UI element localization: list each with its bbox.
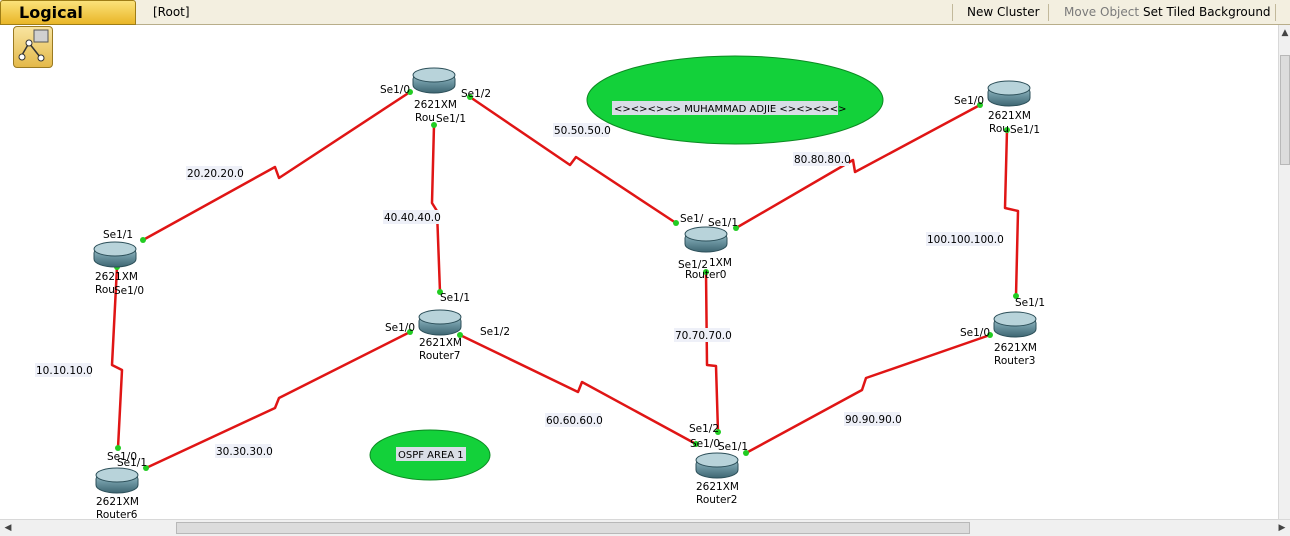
port-label: Se1/1 [1015,297,1045,309]
scroll-left-icon[interactable]: ◀ [4,523,12,533]
router-model: 2621XM [994,342,1037,354]
link-50-50-50-0[interactable] [469,95,677,225]
link-90-90-90-0[interactable] [745,333,991,455]
port-label: Se1/0 [960,327,990,339]
port-label: Se1/0 [954,95,984,107]
vertical-scroll-thumb[interactable] [1280,55,1290,165]
router-topright[interactable]: 2621XM Rou [987,80,1031,135]
link-label: 20.20.20.0 [187,168,244,180]
link-80-80-80-0[interactable] [735,103,981,230]
link-10-10-10-0[interactable] [110,266,124,449]
router2[interactable]: 2621XM Router2 [695,452,739,506]
link-60-60-60-0[interactable] [459,333,697,446]
router-name: Router0 [685,269,726,281]
router-name: Router2 [696,494,737,506]
tab-title: Logical [19,3,83,22]
router-model: 2621XM [96,496,139,508]
new-cluster-button[interactable]: New Cluster [967,5,1040,19]
link-label: 70.70.70.0 [675,330,732,342]
port-label: Se1/1 [440,292,470,304]
port-label: Se1/2 [461,88,491,100]
router-name: Router6 [96,509,138,519]
router-name: Rou [989,123,1009,135]
vertical-scrollbar[interactable]: ▲ [1278,25,1290,519]
router-top[interactable]: 2621XM Rou [412,67,457,124]
link-100-100-100-0[interactable] [1003,129,1020,297]
breadcrumb[interactable]: [Root] [153,5,190,19]
port-label: Se1/2 [689,423,719,435]
banner-label: <><><><> MUHAMMAD ADJIE <><><><> [614,104,846,115]
port-label: Se1/ [680,213,704,225]
set-tiled-background-button[interactable]: Set Tiled Background [1143,5,1271,19]
link-20-20-20-0[interactable] [142,90,411,242]
port-label: Se1/0 [385,322,415,334]
separator [952,4,953,21]
toolbar: Logical [Root] New Cluster Move Object S… [0,0,1290,25]
separator [1048,4,1049,21]
router-model: 1XM [709,257,732,269]
link-label: 10.10.10.0 [36,365,93,377]
link-label: 40.40.40.0 [384,212,441,224]
network-topology: 20.20.20.0 50.50.50.0 80.80.80.0 40.40.4… [35,55,1045,519]
router-model: 2621XM [419,337,462,349]
port-label: Se1/1 [117,457,147,469]
link-label: 90.90.90.0 [845,414,902,426]
router-model: 2621XM [988,110,1031,122]
port-label: Se1/0 [380,84,410,96]
link-40-40-40-0[interactable] [430,124,442,293]
router-left[interactable]: 2621XM Rou [93,241,138,296]
logical-tab[interactable]: Logical [0,0,136,25]
port-label: Se1/0 [107,451,137,463]
router-model: 2621XM [95,271,138,283]
router-name: Router7 [419,350,460,362]
port-label: Se1/1 [436,113,466,125]
navigation-tree-icon[interactable] [13,26,53,68]
router3[interactable]: 2621XM Router3 [993,311,1037,367]
router-name: Rou [95,284,115,296]
port-label: Se1/1 [708,217,738,229]
port-label: Se1/2 [480,326,510,338]
port-label: Se1/1 [1010,124,1040,136]
horizontal-scroll-thumb[interactable] [176,522,970,534]
router0[interactable]: 1XM Router0 [684,226,732,281]
port-label: Se1/1 [103,229,133,241]
scroll-right-icon[interactable]: ▶ [1278,523,1286,533]
horizontal-scrollbar[interactable]: ◀ ▶ [0,519,1290,536]
port-label: Se1/0 [690,438,720,450]
port-label: Se1/2 [678,259,708,271]
port-label: Se1/1 [718,441,748,453]
workspace-canvas[interactable]: 20.20.20.0 50.50.50.0 80.80.80.0 40.40.4… [0,25,1278,519]
link-label: 30.30.30.0 [216,446,273,458]
router6[interactable]: 2621XM Router6 [95,467,139,519]
note-ellipse-name[interactable] [586,55,884,145]
link-label: 80.80.80.0 [794,154,851,166]
link-label: 60.60.60.0 [546,415,603,427]
link-label: 50.50.50.0 [554,125,611,137]
router-name: Rou [415,112,435,124]
separator [1275,4,1276,21]
area-label: OSPF AREA 1 [398,450,464,461]
link-70-70-70-0[interactable] [704,271,720,433]
move-object-button[interactable]: Move Object [1064,5,1140,19]
router-name: Router3 [994,355,1035,367]
scroll-up-icon[interactable]: ▲ [1281,28,1289,38]
port-label: Se1/0 [114,285,144,297]
router-model: 2621XM [696,481,739,493]
link-30-30-30-0[interactable] [145,330,411,470]
link-label: 100.100.100.0 [927,234,1004,246]
router-model: 2621XM [414,99,457,111]
router7[interactable]: 2621XM Router7 [418,309,462,362]
